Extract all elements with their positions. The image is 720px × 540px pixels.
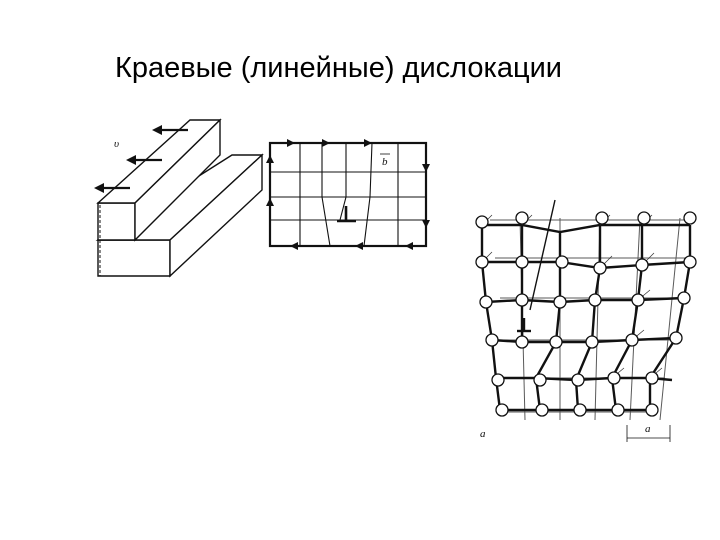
slide-title: Краевые (линейные) дислокации xyxy=(115,52,562,84)
velocity-label: υ xyxy=(114,138,119,150)
lattice-label-a-left: a xyxy=(480,428,486,440)
lattice-label-a-bottom: a xyxy=(645,423,651,435)
burgers-vector-label: b xyxy=(382,156,388,168)
